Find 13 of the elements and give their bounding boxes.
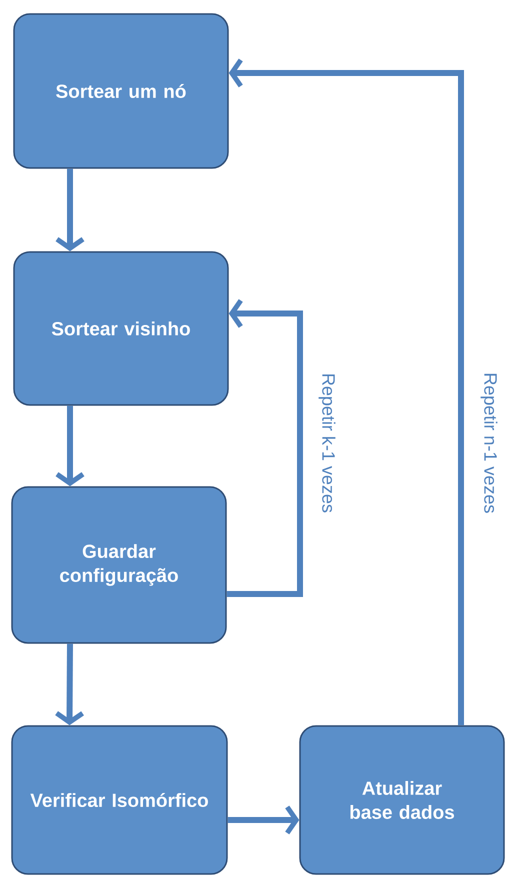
- process-box: Verificar Isomórfico: [11, 725, 228, 875]
- arrow: [228, 58, 464, 726]
- arrow: [226, 299, 303, 597]
- process-box: Sortear um nó: [13, 13, 229, 169]
- edge-label: Repetir k-1 vezes: [318, 374, 336, 512]
- arrow: [56, 168, 84, 252]
- arrow: [228, 806, 300, 834]
- process-box: Guardar configuração: [11, 486, 227, 644]
- process-box: Sortear visinho: [13, 251, 229, 406]
- arrow: [55, 644, 84, 726]
- edge-label: Repetir n-1 vezes: [480, 374, 498, 513]
- process-box: Atualizar base dados: [299, 725, 505, 875]
- arrow: [56, 406, 84, 486]
